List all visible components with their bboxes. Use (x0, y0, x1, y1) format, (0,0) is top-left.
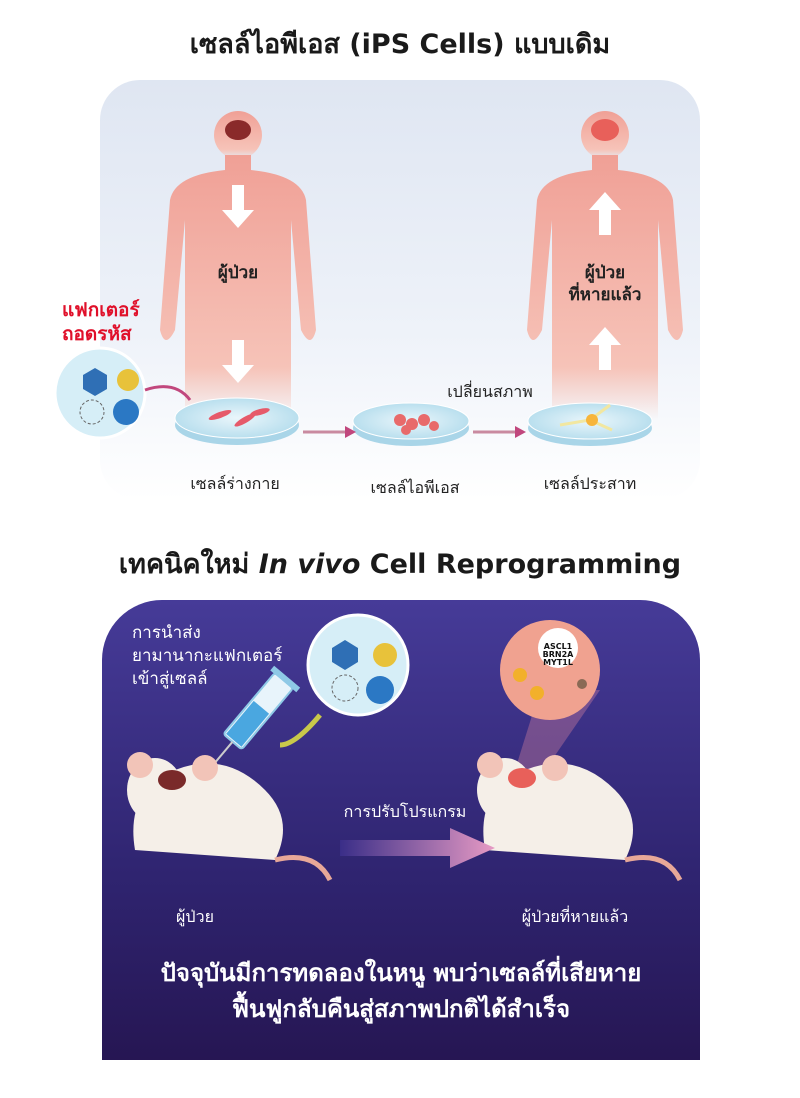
title-italic: In vivo (258, 549, 361, 580)
factor-label-1: แฟกเตอร์ (62, 299, 140, 321)
down-arrow-icon (222, 340, 254, 383)
virus-icon (113, 399, 139, 425)
recovered-body (527, 111, 683, 420)
virus-icon (117, 369, 139, 391)
gene-label: MYT1L (543, 658, 573, 667)
factor-circle (53, 346, 192, 440)
dish-ips (352, 402, 470, 446)
delivery-line: ยามานากะแฟกเตอร์ (132, 646, 283, 666)
mouse-recovered-label: ผู้ป่วยที่หายแล้ว (521, 907, 629, 926)
brain-zoom-circle (500, 620, 600, 770)
damaged-brain-icon (225, 120, 251, 140)
mouse-patient (127, 752, 333, 882)
result-message-2: ฟื้นฟูกลับคืนสู่สภาพปกติได้สำเร็จ (231, 995, 571, 1023)
patient-body (160, 111, 316, 420)
factor-label-2: ถอดรหัส (62, 323, 132, 345)
delivery-line: เข้าสู่เซลล์ (132, 669, 208, 689)
step-somatic-label: เซลล์ร่างกาย (190, 474, 280, 493)
dish-somatic (174, 397, 300, 445)
recovered-label-2: ที่หายแล้ว (568, 285, 642, 305)
gene-label: ASCL1 (543, 642, 573, 651)
plasmid-icon (79, 399, 105, 425)
delivery-label: การนำส่ง ยามานากะแฟกเตอร์ เข้าสู่เซลล์ (132, 622, 282, 691)
healthy-brain-icon (591, 119, 619, 141)
bottom-title: เทคนิคใหม่ In vivo Cell Reprogramming (0, 542, 800, 585)
gene-list: ASCL1 BRN2A MYT1L (537, 643, 579, 667)
curved-arrow-icon (144, 385, 192, 401)
up-arrow-icon (589, 327, 621, 370)
down-arrow-icon (222, 185, 254, 228)
gene-label: BRN2A (542, 650, 574, 659)
title-prefix: เทคนิคใหม่ (118, 549, 250, 580)
up-arrow-icon (589, 192, 621, 235)
delivery-line: การนำส่ง (132, 623, 201, 643)
virus-icon (83, 368, 107, 396)
reprogram-arrow-icon (340, 828, 495, 868)
top-title: เซลล์ไอพีเอส (iPS Cells) แบบเดิม (189, 29, 611, 60)
mouse-recovered (477, 752, 683, 882)
step-neuron-label: เซลล์ประสาท (543, 474, 637, 493)
step-ips-label: เซลล์ไอพีเอส (370, 478, 460, 497)
patient-label: ผู้ป่วย (217, 263, 259, 283)
mouse-patient-label: ผู้ป่วย (176, 907, 214, 926)
recovered-label-1: ผู้ป่วย (584, 263, 626, 283)
curved-arrow-icon (279, 713, 322, 748)
transform-label: เปลี่ยนสภาพ (447, 382, 533, 401)
factor-circle-2 (306, 613, 410, 717)
reprogram-label: การปรับโปรแกรม (343, 802, 467, 821)
result-message-1: ปัจจุบันมีการทดลองในหนู พบว่าเซลล์ที่เสี… (160, 959, 642, 987)
title-suffix: Cell Reprogramming (369, 549, 682, 580)
dish-neuron (527, 402, 653, 446)
